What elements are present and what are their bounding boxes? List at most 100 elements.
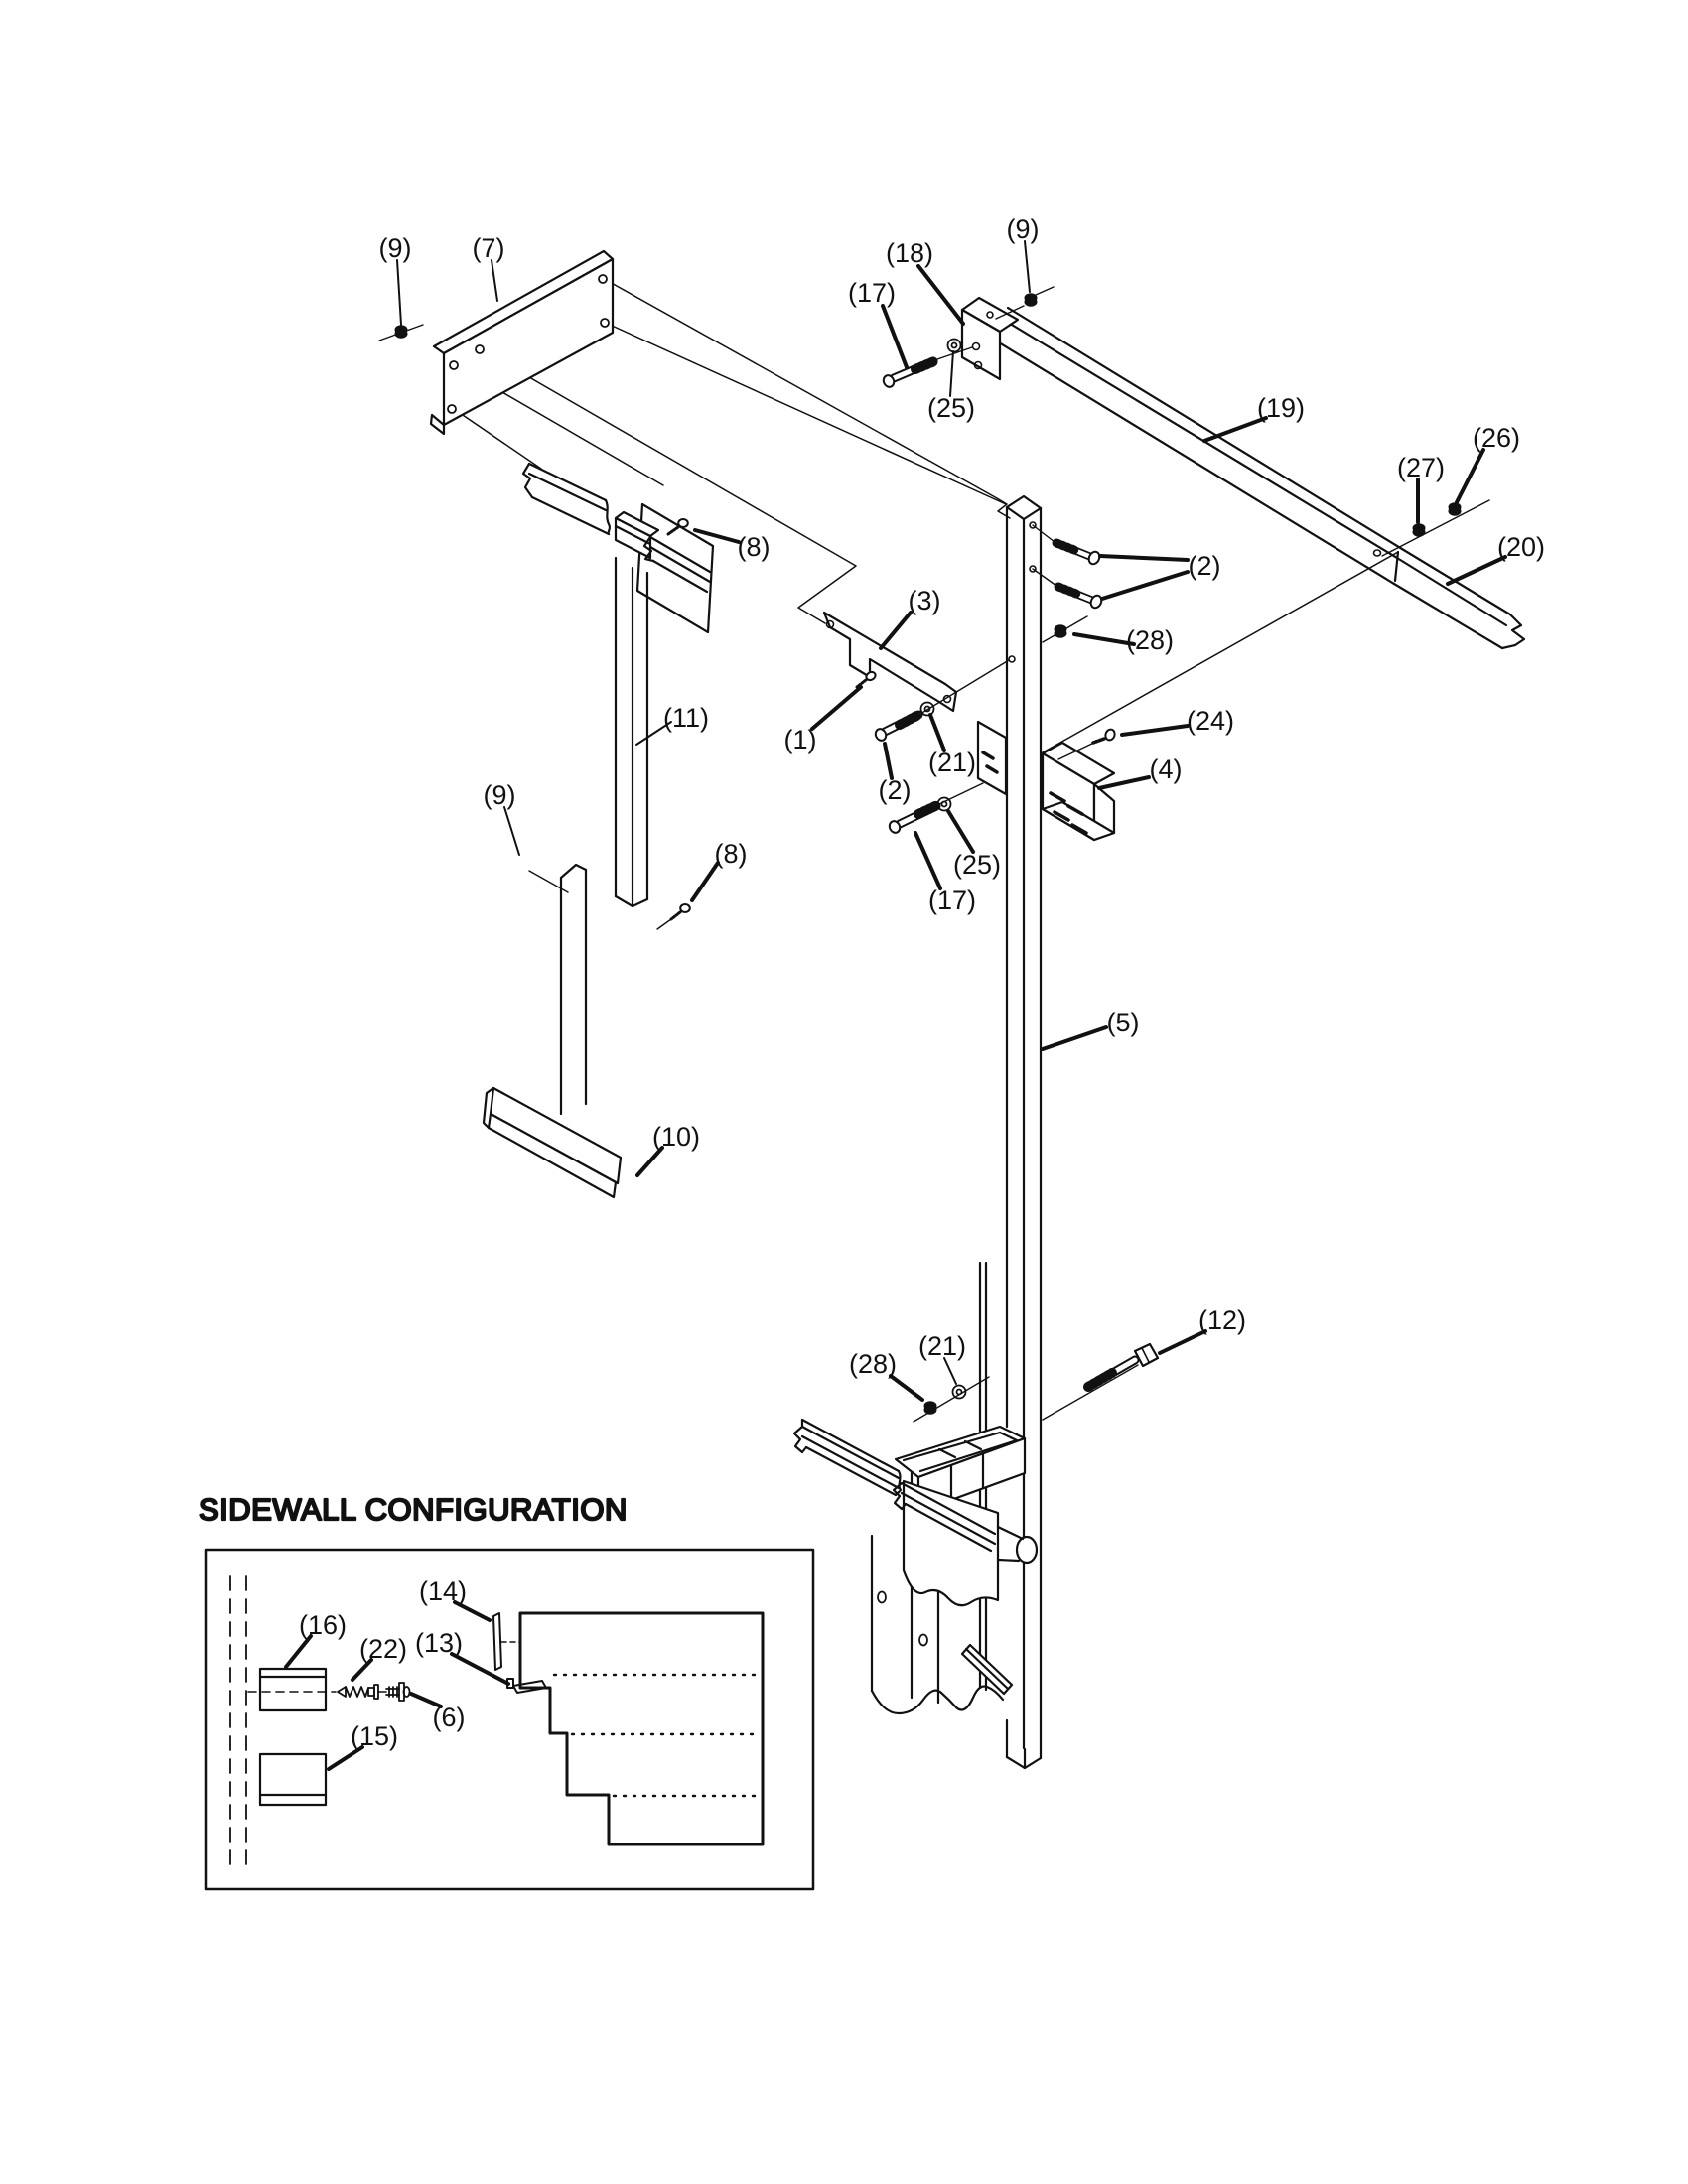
bolt-12 [1083,1342,1160,1392]
fasteners [378,286,1490,1423]
callout-22: (22) [359,1634,407,1664]
callout-17a: (17) [848,278,896,308]
callout-leader-1 [810,685,863,731]
callout-leader-19 [1202,416,1268,443]
break-symbol [1500,613,1526,650]
screws [666,518,1116,921]
callout-4: (4) [1150,754,1183,784]
callout-15: (15) [351,1721,398,1751]
projection-line [609,324,1007,505]
screw-24 [1091,728,1116,745]
bolts [874,356,1160,1392]
sidewall-step-profile [518,1611,765,1846]
callout-17b: (17) [928,886,976,915]
flange-nuts [394,293,1462,1415]
callout-1: (1) [784,725,817,754]
callout-leader-22 [351,1658,373,1682]
washer-21b [951,1384,967,1400]
callout-25a: (25) [927,393,975,423]
nut-26 [1448,502,1462,516]
part-11-vertical-strip [614,556,649,908]
callout-leader-9c [503,806,520,856]
callout-28a: (28) [1126,625,1174,655]
callout-7: (7) [473,233,505,263]
callout-9b: (9) [1007,214,1040,244]
upper-molding-assembly [521,462,715,634]
beam-seam [1393,550,1400,583]
callout-3: (3) [909,586,941,615]
callout-leader-4 [1097,775,1151,790]
callout-leader-25a [949,350,954,397]
screw-1 [855,670,877,689]
callout-leader-12 [1158,1329,1207,1355]
callout-2b: (2) [879,775,912,805]
nut-9a [394,325,408,339]
callout-leader-15 [327,1745,364,1771]
washer-25a [946,338,962,353]
callout-leader-10 [635,1146,664,1177]
callout-leader-11 [635,721,672,746]
bolt-2a-lower [1054,582,1103,610]
profile-dotted-lines [552,1673,763,1798]
part-14-plate [492,1612,521,1671]
projection-line [1042,551,1399,753]
bolt-17a [882,356,939,388]
right-molding-bar [642,535,712,594]
part-7-top-angle-bracket [429,249,615,436]
callout-21a: (21) [928,748,976,777]
callout-21b: (21) [918,1331,966,1361]
lower-molding-bar-left [792,1418,903,1497]
bolt-17b [888,800,942,834]
washer-21a [919,701,935,717]
callout-leader-8a [693,528,741,544]
callout-leader-21a [928,713,946,752]
lower-front-plate [902,1479,1000,1607]
callout-leader-24 [1120,724,1190,737]
screw-22 [337,1684,379,1700]
callout-2a: (2) [1189,551,1221,581]
part-15-block [258,1752,328,1807]
beam-hole [1372,549,1382,557]
callout-28b: (28) [849,1349,897,1379]
washers [919,338,967,1400]
callout-leader-18 [916,264,965,326]
inset-title: SIDEWALL CONFIGURATION [199,1492,628,1527]
projection-line [607,280,1011,519]
nut-28a [1054,624,1067,638]
callout-6: (6) [433,1703,466,1732]
retainer-block [614,510,660,560]
left-molding-bar [521,462,612,536]
part-10-bottom-plate [482,1086,623,1199]
callout-leader-20 [1446,555,1507,586]
callout-leader-14 [453,1600,492,1622]
callout-layer: (9)(7)(18)(9)(17)(25)(19)(27)(26)(20)(8)… [284,214,1545,1771]
callout-12: (12) [1198,1305,1246,1335]
lower-assembly [792,1261,1039,1715]
callout-8a: (8) [738,532,771,562]
callout-10: (10) [652,1122,700,1152]
callout-19: (19) [1257,393,1305,423]
support-rod [996,1525,1039,1565]
bolt-2a-upper [1052,538,1101,566]
callout-11: (11) [663,703,709,733]
callout-leader-2b [883,742,894,780]
lower-molding-bar-right [892,1481,997,1553]
part-3-mounting-plate [822,611,958,713]
channel-slots [981,751,1088,835]
callout-leader-7 [491,259,498,302]
callout-leader-28a [1072,632,1136,646]
callout-leader-3 [879,611,913,650]
callout-leader-16 [284,1634,313,1669]
nut-28b [923,1401,937,1415]
nut-9b [1024,293,1038,307]
screw-8b [669,903,691,921]
bolt-2b [874,710,923,742]
callout-8b: (8) [715,839,748,869]
callout-leader-13 [450,1652,510,1686]
callout-9c: (9) [484,780,516,810]
callout-leader-6 [409,1692,443,1708]
callout-leader-5 [1041,1025,1108,1051]
part-19-upper-crossbar [992,306,1404,586]
callout-25b: (25) [953,850,1001,880]
mount-tray [894,1425,1027,1514]
